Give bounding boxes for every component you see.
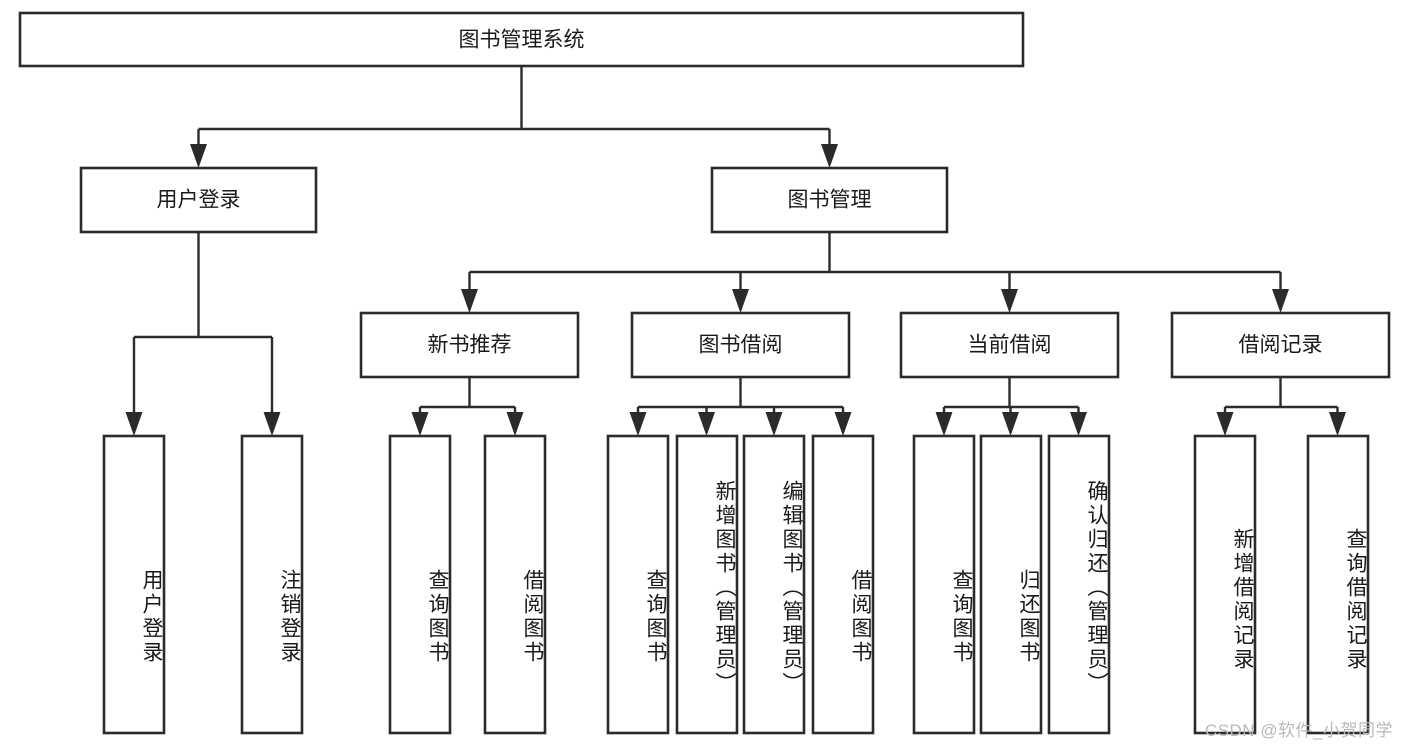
arrow-head-leaf-confirm-return xyxy=(1070,412,1087,436)
node-leaf-borrow-book-2-box[interactable] xyxy=(811,434,875,735)
node-current-borrow[interactable]: 当前借阅 xyxy=(899,311,1120,379)
node-leaf-logout-box[interactable] xyxy=(240,434,304,735)
arrow-head-leaf-borrow-book-1 xyxy=(506,412,524,436)
node-user-login-box[interactable] xyxy=(79,166,318,234)
arrow-head-new-book-rec xyxy=(461,289,478,313)
edge-group-new-book-rec xyxy=(411,377,524,436)
node-leaf-query-record-box[interactable] xyxy=(1306,434,1370,735)
arrow-head-leaf-borrow-book-2 xyxy=(834,412,852,436)
node-book-borrow-label: 图书借阅 xyxy=(699,334,783,357)
arrow-head-book-borrow xyxy=(732,289,749,313)
arrow-head-leaf-add-book xyxy=(698,412,715,436)
node-leaf-borrow-book-1-box[interactable] xyxy=(483,434,547,735)
arrow-head-current-borrow xyxy=(1001,289,1018,313)
node-leaf-query-book-2-box[interactable] xyxy=(606,434,670,735)
arrow-head-borrow-record xyxy=(1272,289,1289,313)
node-book-manage[interactable]: 图书管理 xyxy=(710,166,949,234)
arrow-head-book-manage xyxy=(821,144,838,168)
node-leaf-query-book-1-box[interactable] xyxy=(388,434,452,735)
node-user-login-label: 用户登录 xyxy=(157,189,241,212)
node-book-manage-box[interactable] xyxy=(710,166,949,234)
node-leaf-query-book-3-box[interactable] xyxy=(912,434,976,735)
node-leaf-confirm-return-box[interactable] xyxy=(1047,434,1111,735)
node-borrow-record[interactable]: 借阅记录 xyxy=(1170,311,1391,379)
edge-group-borrow-record xyxy=(1216,377,1346,436)
node-root-box[interactable] xyxy=(18,11,1025,68)
node-new-book-rec[interactable]: 新书推荐 xyxy=(359,311,580,379)
edge-group-book-borrow xyxy=(629,377,852,436)
arrow-head-leaf-return-book xyxy=(1002,412,1019,436)
arrow-head-user-login xyxy=(190,144,207,168)
arrow-head-leaf-logout xyxy=(263,412,281,436)
node-current-borrow-label: 当前借阅 xyxy=(968,334,1052,357)
edge-group-book-manage xyxy=(461,232,1289,313)
node-root[interactable]: 图书管理系统 xyxy=(18,11,1025,68)
node-book-borrow[interactable]: 图书借阅 xyxy=(630,311,851,379)
node-new-book-rec-box[interactable] xyxy=(359,311,580,379)
node-book-manage-label: 图书管理 xyxy=(788,189,872,212)
node-borrow-record-box[interactable] xyxy=(1170,311,1391,379)
csdn-watermark: CSDN @软件_小贺同学 xyxy=(1204,721,1393,740)
node-leaf-return-book-box[interactable] xyxy=(979,434,1043,735)
node-leaf-edit-book-box[interactable] xyxy=(742,434,806,735)
arrow-head-leaf-query-book-1 xyxy=(411,412,429,436)
node-current-borrow-box[interactable] xyxy=(899,311,1120,379)
node-root-label: 图书管理系统 xyxy=(459,29,585,52)
node-leaf-user-login-box[interactable] xyxy=(102,434,166,735)
node-user-login[interactable]: 用户登录 xyxy=(79,166,318,234)
arrow-head-leaf-edit-book xyxy=(765,412,783,436)
arrow-head-leaf-user-login xyxy=(125,412,143,436)
edge-group-user-login xyxy=(125,232,281,436)
leaf-boxes xyxy=(102,434,1370,735)
node-new-book-rec-label: 新书推荐 xyxy=(428,334,512,357)
edge-group-root xyxy=(190,66,838,168)
arrow-head-leaf-add-record xyxy=(1216,412,1234,436)
edge-group-current-borrow xyxy=(935,377,1087,436)
node-book-borrow-box[interactable] xyxy=(630,311,851,379)
node-borrow-record-label: 借阅记录 xyxy=(1239,334,1323,357)
node-leaf-add-record-box[interactable] xyxy=(1193,434,1257,735)
arrow-head-leaf-query-book-3 xyxy=(935,412,953,436)
node-leaf-add-book-box[interactable] xyxy=(675,434,739,735)
arrow-head-leaf-query-record xyxy=(1329,412,1346,436)
arrow-head-leaf-query-book-2 xyxy=(629,412,647,436)
